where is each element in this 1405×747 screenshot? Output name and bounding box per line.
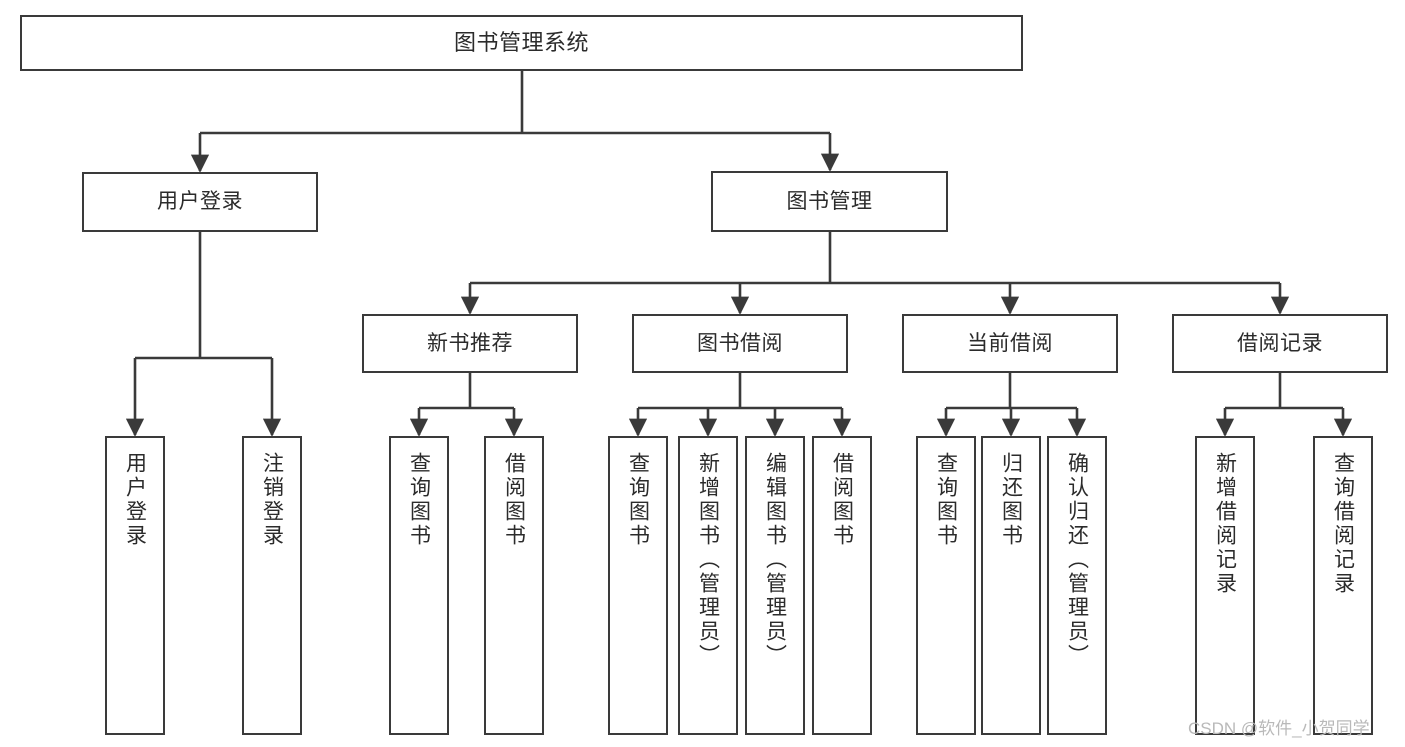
node-leaf-edit-book[interactable]: 编辑图书（管理员） (745, 436, 805, 735)
node-new-book-rec[interactable]: 新书推荐 (362, 314, 578, 373)
watermark: CSDN @软件_小贺同学 (1188, 719, 1370, 738)
node-borrow-record[interactable]: 借阅记录 (1172, 314, 1388, 373)
node-book-borrow[interactable]: 图书借阅 (632, 314, 848, 373)
node-leaf-borrow-book-1[interactable]: 借阅图书 (484, 436, 544, 735)
node-leaf-add-book[interactable]: 新增图书（管理员） (678, 436, 738, 735)
node-label: 新书推荐 (427, 331, 513, 355)
node-label: 查询图书 (934, 452, 958, 548)
node-label: 编辑图书（管理员） (763, 452, 787, 668)
node-leaf-user-login[interactable]: 用户登录 (105, 436, 165, 735)
node-label: 新增借阅记录 (1213, 452, 1237, 596)
node-label: 图书管理系统 (453, 29, 589, 55)
node-label: 图书借阅 (697, 331, 783, 355)
node-leaf-user-logout[interactable]: 注销登录 (242, 436, 302, 735)
node-label: 查询图书 (626, 452, 650, 548)
node-label: 归还图书 (999, 452, 1023, 548)
node-label: 借阅记录 (1237, 331, 1323, 355)
node-leaf-query-record[interactable]: 查询借阅记录 (1313, 436, 1373, 735)
node-leaf-confirm-return[interactable]: 确认归还（管理员） (1047, 436, 1107, 735)
node-current-borrow[interactable]: 当前借阅 (902, 314, 1118, 373)
node-user-login[interactable]: 用户登录 (82, 172, 318, 232)
node-label: 查询借阅记录 (1331, 452, 1355, 596)
node-label: 借阅图书 (830, 452, 854, 548)
node-label: 查询图书 (407, 452, 431, 548)
node-leaf-borrow-book-2[interactable]: 借阅图书 (812, 436, 872, 735)
node-label: 图书管理 (786, 189, 873, 213)
node-label: 新增图书（管理员） (696, 452, 720, 668)
node-label: 注销登录 (260, 452, 284, 548)
node-leaf-return-book[interactable]: 归还图书 (981, 436, 1041, 735)
node-root[interactable]: 图书管理系统 (20, 15, 1023, 71)
node-leaf-query-book-1[interactable]: 查询图书 (389, 436, 449, 735)
node-leaf-query-book-3[interactable]: 查询图书 (916, 436, 976, 735)
node-leaf-query-book-2[interactable]: 查询图书 (608, 436, 668, 735)
node-label: 确认归还（管理员） (1065, 452, 1089, 668)
node-label: 借阅图书 (502, 452, 526, 548)
node-label: 用户登录 (123, 452, 147, 548)
node-book-manage[interactable]: 图书管理 (711, 171, 948, 232)
node-label: 当前借阅 (967, 331, 1053, 355)
node-leaf-add-record[interactable]: 新增借阅记录 (1195, 436, 1255, 735)
node-label: 用户登录 (157, 190, 243, 214)
